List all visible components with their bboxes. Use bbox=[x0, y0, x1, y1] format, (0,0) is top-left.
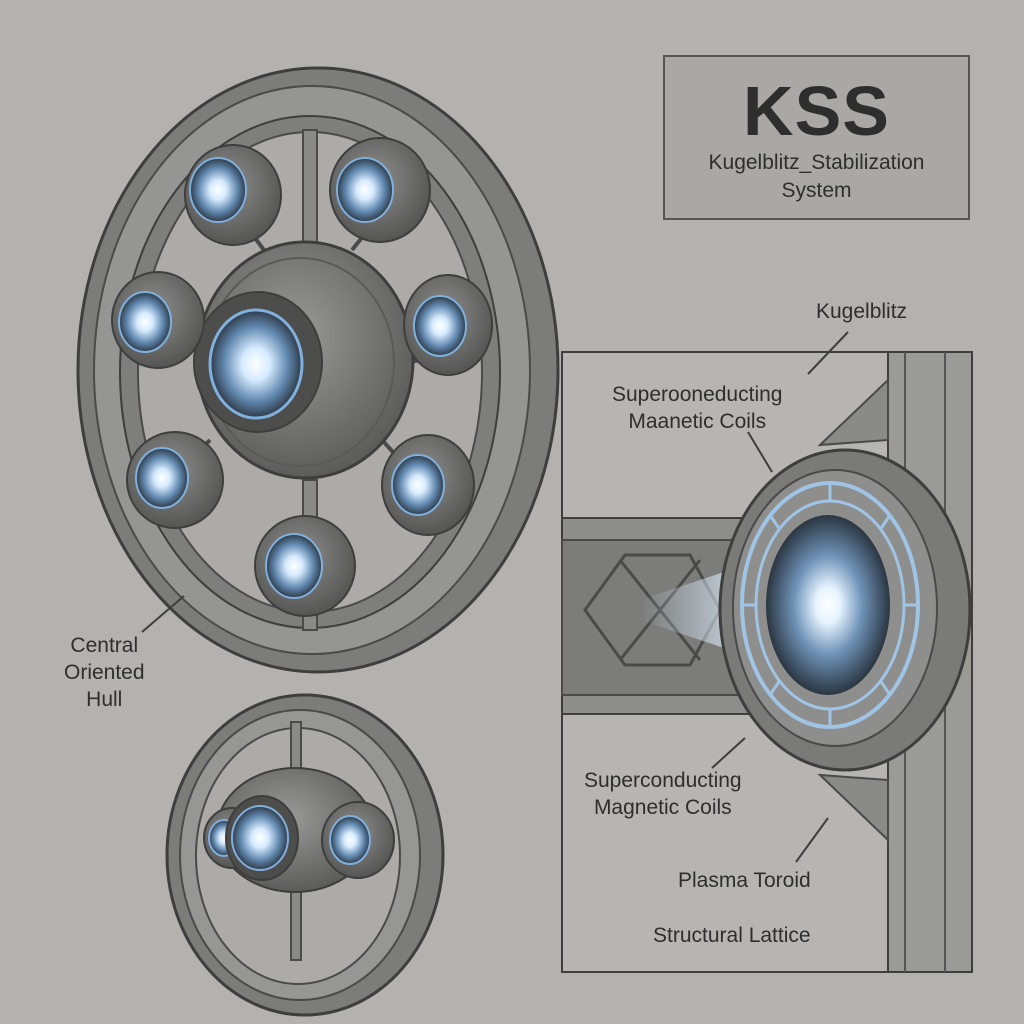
title-subtitle: Kugelblitz_Stabilization System bbox=[665, 149, 968, 205]
small-ship bbox=[165, 693, 445, 1017]
label-plasma-toroid: Plasma Toroid bbox=[678, 869, 811, 892]
label-coils-upper-line2: Maanetic Coils bbox=[628, 410, 767, 433]
large-pod-top-right bbox=[329, 137, 431, 243]
title-acronym: KSS bbox=[743, 72, 890, 150]
label-coils-lower-line2: Magnetic Coils bbox=[593, 796, 732, 819]
large-pod-bottom bbox=[254, 515, 356, 617]
title-subtitle-line2: System bbox=[781, 179, 852, 202]
detail-panel bbox=[561, 351, 973, 973]
label-coils-lower-line1: Superconducting bbox=[584, 769, 742, 792]
label-kugelblitz: Kugelblitz bbox=[816, 300, 908, 323]
title-box: KSS Kugelblitz_Stabilization System bbox=[663, 55, 970, 220]
label-central-oriented-hull: Central Oriented Hull bbox=[64, 632, 145, 713]
kugelblitz-core bbox=[766, 515, 890, 695]
label-coils-upper: Superooneducting Maanetic Coils bbox=[612, 381, 782, 435]
large-pod-lower-left bbox=[126, 431, 224, 529]
label-hull-line2: Oriented bbox=[64, 661, 145, 684]
label-structural-lattice: Structural Lattice bbox=[653, 924, 811, 947]
large-pod-top-left bbox=[184, 144, 282, 246]
label-coils-upper-line1: Superooneducting bbox=[612, 383, 783, 406]
large-pod-lower-right bbox=[381, 434, 475, 536]
large-ship bbox=[76, 66, 560, 674]
large-core-glow bbox=[208, 308, 304, 420]
leader-lines bbox=[141, 331, 849, 863]
label-coils-lower: Superconducting Magnetic Coils bbox=[584, 767, 742, 821]
title-subtitle-line1: Kugelblitz_Stabilization bbox=[708, 151, 925, 174]
large-pod-left bbox=[111, 271, 205, 369]
large-pod-right bbox=[403, 274, 493, 376]
label-hull-line3: Hull bbox=[86, 688, 123, 711]
label-hull-line1: Central bbox=[70, 634, 139, 657]
